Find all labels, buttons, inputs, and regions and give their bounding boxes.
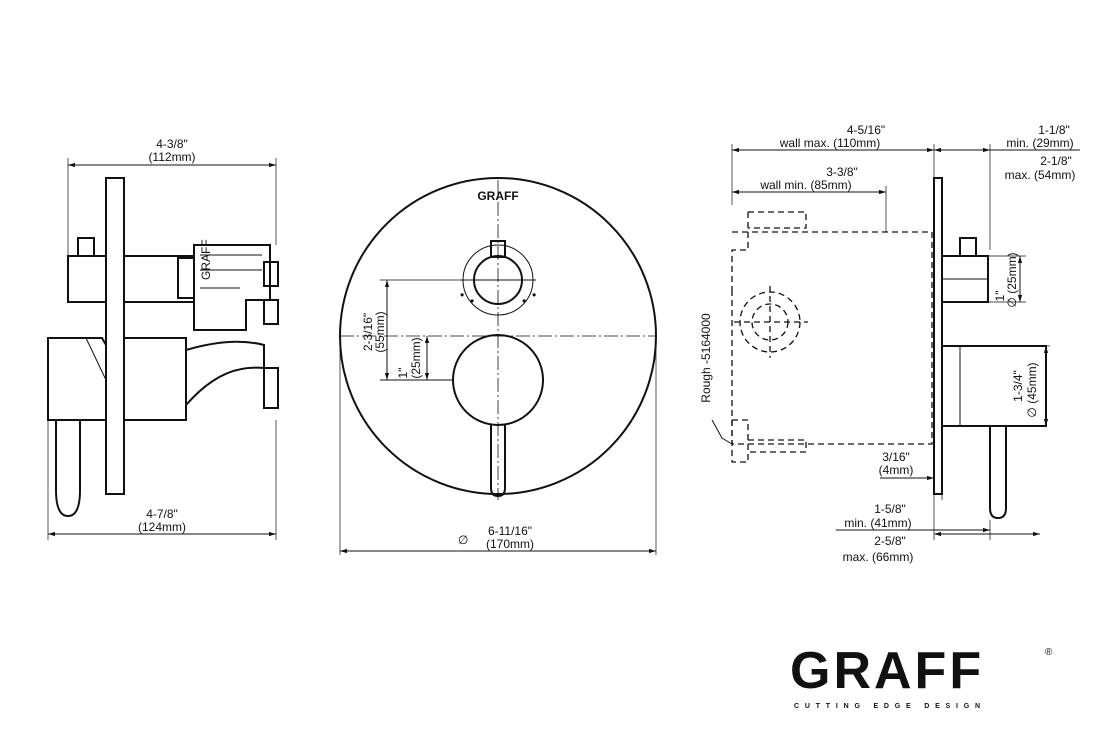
diameter-inch: 6-11/16" <box>488 524 532 538</box>
logo-wordmark: GRAFF <box>790 642 985 700</box>
top-dimension-mm: (112mm) <box>148 150 195 164</box>
top-min-inch: 1-1/8" <box>1038 123 1070 137</box>
logo-tagline: CUTTING EDGE DESIGN <box>794 703 986 710</box>
offset-dimension-inch: 2-3/16" <box>361 313 375 351</box>
plate-thickness-mm: (4mm) <box>879 463 914 477</box>
rough-valve-body <box>731 211 807 290</box>
bottom-min-inch: 1-5/8" <box>874 502 906 516</box>
rough-label: Rough -5164000 <box>699 313 713 403</box>
side-view-left: 4-3/8" (112mm) 4-7/8" (124mm) GRAFF <box>47 137 279 540</box>
lever-dimension-mm: ∅ (45mm) <box>1025 362 1039 417</box>
wall-min-inch: 3-3/8" <box>826 165 858 179</box>
bottom-dimension-mm: (124mm) <box>138 520 186 534</box>
lever-hub <box>47 337 107 421</box>
front-view: GRAFF • • • • ∅ 6-11/16" (170mm) 2-3/16"… <box>339 177 657 555</box>
bottom-min-label: min. (41mm) <box>844 516 911 530</box>
bottom-max-label: max. (66mm) <box>843 550 914 564</box>
lever-handle <box>55 420 81 518</box>
svg-text:•: • <box>460 288 464 302</box>
wall-max-inch: 4-5/16" <box>847 123 885 137</box>
plate-thickness-inch: 3/16" <box>882 450 910 464</box>
offset-dimension-mm: (55mm) <box>373 311 387 352</box>
svg-text:•: • <box>470 294 474 308</box>
bottom-max-inch: 2-5/8" <box>874 534 906 548</box>
brand-mark: GRAFF <box>477 189 518 203</box>
diameter-symbol: ∅ <box>458 533 468 547</box>
side-view-right: 4-5/16" wall max. (110mm) 3-3/8" wall mi… <box>699 123 1080 564</box>
svg-text:•: • <box>522 294 526 308</box>
knob-dimension-inch: 1" <box>396 368 410 379</box>
top-max-label: max. (54mm) <box>1005 168 1076 182</box>
graff-logo: GRAFF ® CUTTING EDGE DESIGN <box>790 645 1058 717</box>
small-knob-mm: ∅ (25mm) <box>1005 252 1019 307</box>
lever-dimension-inch: 1-3/4" <box>1011 370 1025 402</box>
svg-text:•: • <box>532 288 536 302</box>
small-knob-inch: 1" <box>993 291 1007 302</box>
wall-max-label: wall max. (110mm) <box>779 136 880 150</box>
wall-min-label: wall min. (85mm) <box>759 178 851 192</box>
wall-plate <box>105 177 125 495</box>
bottom-dimension-inch: 4-7/8" <box>146 507 178 521</box>
registered-mark: ® <box>1045 647 1053 658</box>
knob-dimension-mm: (25mm) <box>409 337 423 378</box>
plate-logo: GRAFF <box>199 239 213 280</box>
top-min-label: min. (29mm) <box>1006 136 1073 150</box>
wall-plate-right <box>933 177 943 495</box>
top-max-inch: 2-1/8" <box>1040 154 1072 168</box>
diameter-mm: (170mm) <box>486 537 534 551</box>
lever-handle-right <box>989 426 1007 520</box>
top-dimension-inch: 4-3/8" <box>156 137 188 151</box>
